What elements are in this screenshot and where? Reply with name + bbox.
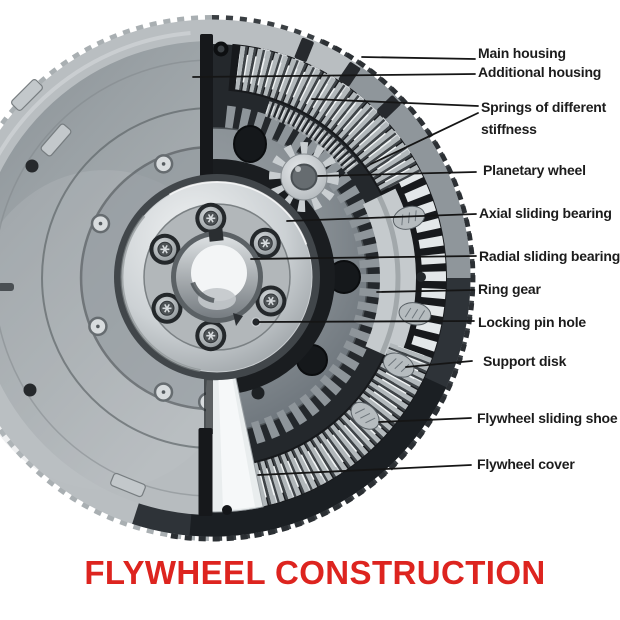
label-radial-bearing: Radial sliding bearing (479, 248, 620, 264)
leader-main-housing (361, 56, 476, 60)
center-bore (171, 228, 263, 323)
hub-bolts (149, 202, 287, 352)
leader-radial-bearing (250, 255, 477, 260)
label-springs-line2: stiffness (481, 121, 537, 137)
label-locking-pin: Locking pin hole (478, 314, 587, 330)
planetary-gear (269, 142, 339, 212)
label-axial-bearing: Axial sliding bearing (479, 205, 612, 221)
leader-planetary-wheel (317, 171, 477, 177)
housing-hole (25, 159, 39, 173)
page-title: FLYWHEEL CONSTRUCTION (84, 554, 546, 591)
label-sliding-shoe: Flywheel sliding shoe (477, 410, 618, 426)
leader-additional-housing (192, 73, 476, 78)
hub-notch (233, 313, 243, 326)
label-flywheel-cover: Flywheel cover (477, 456, 575, 472)
hub-assembly (114, 174, 320, 380)
label-springs-line1: Springs of different (481, 99, 607, 115)
housing-hole (23, 383, 37, 397)
label-ring-gear: Ring gear (478, 281, 541, 297)
housing-slots (11, 79, 146, 498)
leader-ring-gear (376, 289, 475, 293)
label-support-disk: Support disk (483, 353, 567, 369)
leader-sliding-shoe (378, 417, 472, 423)
label-planetary-wheel: Planetary wheel (483, 162, 586, 178)
additional-housing-band (362, 188, 426, 362)
leader-support-disk (405, 360, 473, 368)
label-main-housing: Main housing (478, 45, 566, 61)
rim-band (0, 19, 471, 537)
label-additional-housing: Additional housing (478, 64, 602, 80)
leader-locking-pin (258, 320, 475, 323)
side-pin (0, 283, 14, 291)
leader-flywheel-cover (257, 464, 472, 476)
leader-springs-outer (311, 98, 479, 107)
leader-axial-bearing (286, 213, 477, 222)
leader-springs-inner (370, 112, 479, 165)
support-disk-pads (350, 205, 432, 430)
